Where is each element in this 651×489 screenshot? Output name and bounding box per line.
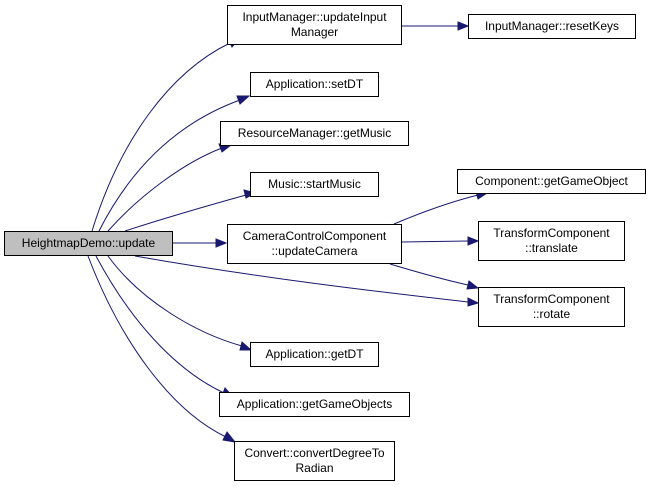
node-label: Application::getGameObjects — [236, 397, 393, 411]
node-label: Component::getGameObject — [475, 174, 628, 188]
node-label: Application::getDT — [265, 347, 364, 361]
edge-updatecamera-to-rotate — [389, 263, 469, 286]
arrowhead-getdt — [239, 341, 253, 351]
edge-updatecamera-to-getgameobject — [393, 194, 479, 225]
node-label: Application::setDT — [265, 77, 364, 91]
edge-update-to-getgameobjects — [95, 255, 225, 394]
node-label: HeightmapDemo::update — [21, 236, 156, 250]
node-application-getgameobjects[interactable]: Application::getGameObjects — [219, 392, 410, 417]
node-transformcomponent-translate[interactable]: TransformComponent ::translate — [478, 221, 625, 261]
edge-update-to-rotate — [134, 255, 469, 303]
node-resourcemanager-getmusic[interactable]: ResourceManager::getMusic — [220, 121, 409, 146]
node-application-getdt[interactable]: Application::getDT — [250, 342, 379, 367]
node-label: ResourceManager::getMusic — [237, 126, 392, 140]
edge-update-to-updateinputmanager — [91, 42, 231, 232]
node-label: InputManager::resetKeys — [484, 19, 620, 33]
node-music-startmusic[interactable]: Music::startMusic — [250, 172, 379, 197]
node-transformcomponent-rotate[interactable]: TransformComponent ::rotate — [478, 287, 625, 327]
node-inputmanager-updateinputmanager[interactable]: InputManager::updateInput Manager — [227, 5, 402, 45]
node-label-line-1: TransformComponent — [493, 226, 610, 240]
arrowhead-resetkeys — [457, 21, 470, 31]
arrowhead-rotate-from-update — [467, 297, 480, 307]
edge-update-to-setdt — [98, 99, 241, 232]
node-label-line-1: InputManager::updateInput — [242, 10, 387, 24]
node-label-line-1: Convert::convertDegreeTo — [244, 446, 385, 460]
edge-update-to-startmusic — [124, 194, 247, 232]
node-label: Music::startMusic — [268, 177, 361, 191]
node-label-line-2: ::translate — [525, 241, 578, 255]
arrowhead-updatecamera — [215, 238, 228, 248]
node-label-line-2: Radian — [295, 461, 334, 475]
node-label-line-1: TransformComponent — [493, 292, 610, 306]
node-cameracontrolcomponent-updatecamera[interactable]: CameraControlComponent ::updateCamera — [227, 224, 402, 264]
node-convert-convertdegreetoradian[interactable]: Convert::convertDegreeTo Radian — [234, 441, 395, 481]
edge-update-to-convertdegreetoradian — [87, 255, 227, 438]
node-inputmanager-resetkeys[interactable]: InputManager::resetKeys — [468, 14, 636, 39]
node-component-getgameobject[interactable]: Component::getGameObject — [457, 169, 646, 194]
edge-updatecamera-to-translate — [401, 240, 469, 243]
node-label-line-2: ::updateCamera — [271, 244, 358, 258]
edge-update-to-getdt — [107, 255, 243, 347]
arrowhead-translate — [467, 236, 480, 246]
node-application-setdt[interactable]: Application::setDT — [250, 72, 379, 97]
arrowhead-convertdegreetoradian — [222, 431, 237, 443]
arrowhead-setdt — [236, 95, 251, 105]
node-label-line-2: Manager — [290, 25, 339, 39]
node-label-line-2: ::rotate — [532, 307, 571, 321]
edge-update-to-getmusic — [107, 147, 223, 232]
node-heightmapdemo-update: HeightmapDemo::update — [4, 231, 173, 256]
arrowhead-rotate-from-updatecamera — [466, 280, 480, 290]
node-label-line-1: CameraControlComponent — [242, 229, 387, 243]
